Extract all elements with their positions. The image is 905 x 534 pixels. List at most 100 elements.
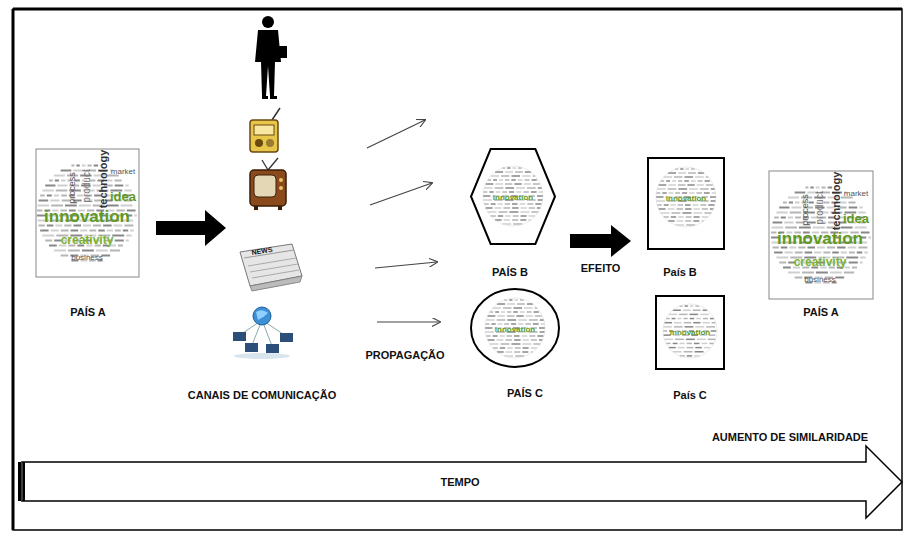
texture-stroke: [788, 272, 800, 274]
texture-stroke: [513, 215, 519, 217]
texture-stroke: [691, 180, 696, 182]
texture-stroke: [114, 225, 123, 227]
texture-stroke: [518, 319, 527, 321]
texture-stroke: [483, 199, 492, 201]
texture-stroke: [663, 334, 670, 336]
texture-stroke: [525, 323, 531, 325]
texture-stroke: [65, 205, 77, 207]
texture-stroke: [711, 200, 716, 202]
texture-stroke: [80, 230, 87, 232]
texture-stroke: [103, 225, 111, 227]
texture-stroke: [675, 339, 684, 341]
texture-stroke: [526, 315, 533, 317]
texture-stroke: [659, 208, 666, 210]
texture-stroke: [45, 185, 55, 187]
texture-stroke: [774, 217, 779, 219]
texture-stroke: [125, 185, 128, 187]
texture-stroke: [700, 314, 709, 316]
texture-stroke: [110, 250, 120, 252]
texture-stroke: [54, 175, 65, 177]
texture-stroke: [498, 215, 503, 217]
texture-stroke: [656, 192, 660, 194]
big-arrow: [156, 210, 226, 246]
texture-stroke: [512, 167, 515, 169]
texture-stroke: [511, 175, 520, 177]
texture-stroke: [704, 192, 710, 194]
texture-stroke: [672, 180, 676, 182]
texture-stroke: [852, 267, 857, 269]
texture-stroke: [677, 220, 683, 222]
texture-stroke: [684, 351, 693, 353]
hexagon-outline: [471, 149, 555, 244]
texture-stroke: [521, 207, 527, 209]
texture-stroke: [844, 272, 854, 274]
texture-stroke: [525, 179, 530, 181]
texture-stroke: [687, 184, 694, 186]
texture-stroke: [771, 232, 776, 234]
box-outline: [36, 149, 139, 277]
cloud-rim: [656, 167, 716, 227]
texture-stroke: [669, 347, 676, 349]
texture-stroke: [685, 305, 688, 307]
texture-stroke: [668, 208, 675, 210]
texture-stroke: [527, 187, 536, 189]
cloud-word: innovation: [44, 208, 130, 225]
texture-stroke: [79, 205, 91, 207]
texture-stroke: [685, 208, 691, 210]
texture-stroke: [539, 191, 543, 193]
texture-stroke: [527, 203, 533, 205]
texture-stroke: [529, 335, 535, 337]
texture-stroke: [703, 318, 708, 320]
tv-icon: [250, 158, 286, 210]
texture-stroke: [702, 208, 708, 210]
texture-stroke: [42, 235, 54, 237]
texture-stroke: [805, 187, 808, 189]
texture-stroke: [674, 322, 682, 324]
texture-stroke: [483, 191, 487, 193]
texture-stroke: [774, 252, 782, 254]
texture-stroke: [512, 207, 518, 209]
texture-stroke: [678, 180, 682, 182]
texture-stroke: [830, 272, 842, 274]
texture-stroke: [858, 247, 867, 249]
texture-stroke: [694, 216, 700, 218]
texture-stroke: [501, 343, 510, 345]
texture-stroke: [776, 212, 787, 214]
texture-stroke: [512, 219, 518, 221]
texture-stroke: [690, 305, 693, 307]
texture-stroke: [82, 165, 86, 167]
texture-stroke: [849, 252, 855, 254]
cloud-word: innovation: [666, 195, 706, 203]
caption-label: AUMENTO DE SIMILARIDADE: [712, 432, 868, 443]
texture-stroke: [488, 315, 496, 317]
texture-stroke: [39, 200, 49, 202]
texture-stroke: [501, 175, 509, 177]
texture-stroke: [505, 179, 509, 181]
texture-stroke: [533, 183, 540, 185]
texture-stroke: [848, 247, 857, 249]
texture-stroke: [54, 240, 61, 242]
cloud-word: creativity: [61, 234, 114, 246]
texture-stroke: [678, 216, 684, 218]
texture-stroke: [45, 240, 52, 242]
caption-label: CANAIS DE COMUNICAÇÃO: [188, 390, 337, 401]
texture-stroke: [507, 347, 513, 349]
texture-stroke: [500, 335, 505, 337]
texture-stroke: [531, 211, 538, 213]
texture-stroke: [522, 335, 528, 337]
texture-stroke: [529, 215, 535, 217]
texture-stroke: [539, 327, 545, 329]
texture-stroke: [678, 347, 685, 349]
texture-stroke: [51, 205, 63, 207]
country-label: PAÍS C: [507, 388, 543, 399]
texture-stroke: [516, 191, 521, 193]
texture-stroke: [783, 202, 787, 204]
texture-stroke: [695, 347, 701, 349]
texture-stroke: [486, 183, 494, 185]
texture-stroke: [500, 347, 505, 349]
texture-stroke: [682, 212, 691, 214]
cloud-word: process: [68, 172, 77, 204]
texture-stroke: [860, 257, 865, 259]
texture-stroke: [497, 319, 506, 321]
